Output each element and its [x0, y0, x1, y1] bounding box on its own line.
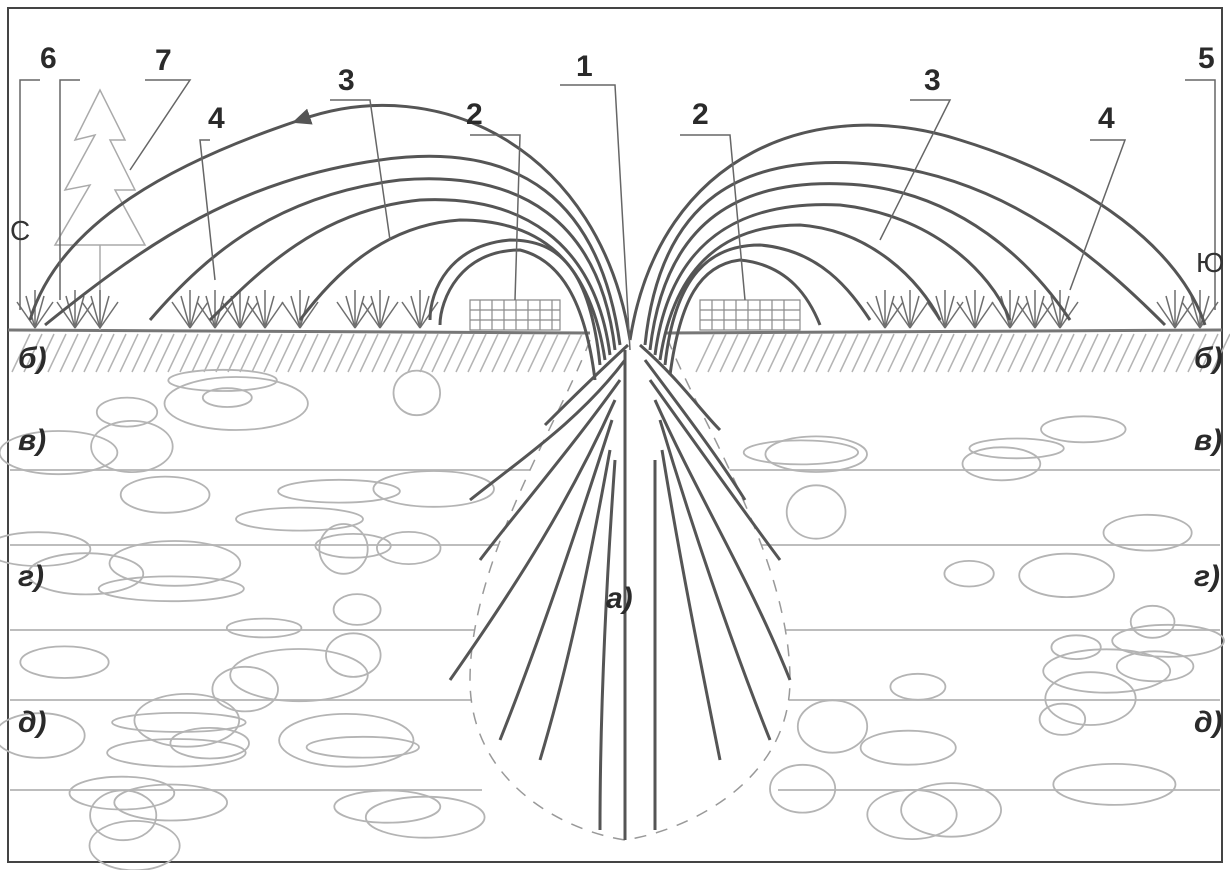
layer-label-v-left: в) — [18, 424, 46, 457]
callout-1: 1 — [576, 50, 593, 83]
callout-5: 5 — [1198, 42, 1215, 75]
callout-3-right: 3 — [924, 64, 941, 97]
fault-zone-label: а) — [606, 582, 633, 615]
layer-label-g-right: г) — [1194, 560, 1220, 593]
callout-3-left: 3 — [338, 64, 355, 97]
layer-label-b-left: б) — [18, 342, 47, 375]
callout-6: 6 — [40, 42, 57, 75]
layer-label-b-right: б) — [1194, 342, 1223, 375]
callout-2-left: 2 — [466, 98, 483, 131]
layer-label-d-right: д) — [1194, 706, 1223, 739]
layer-label-d-left: д) — [18, 706, 47, 739]
callout-7: 7 — [155, 44, 172, 77]
direction-north: С — [10, 215, 30, 246]
callout-2-right: 2 — [692, 98, 709, 131]
callout-4-right: 4 — [1098, 102, 1115, 135]
layer-label-v-right: в) — [1194, 424, 1222, 457]
layer-label-g-left: г) — [18, 560, 44, 593]
callout-4-left: 4 — [208, 102, 225, 135]
direction-south: Ю — [1196, 247, 1224, 278]
